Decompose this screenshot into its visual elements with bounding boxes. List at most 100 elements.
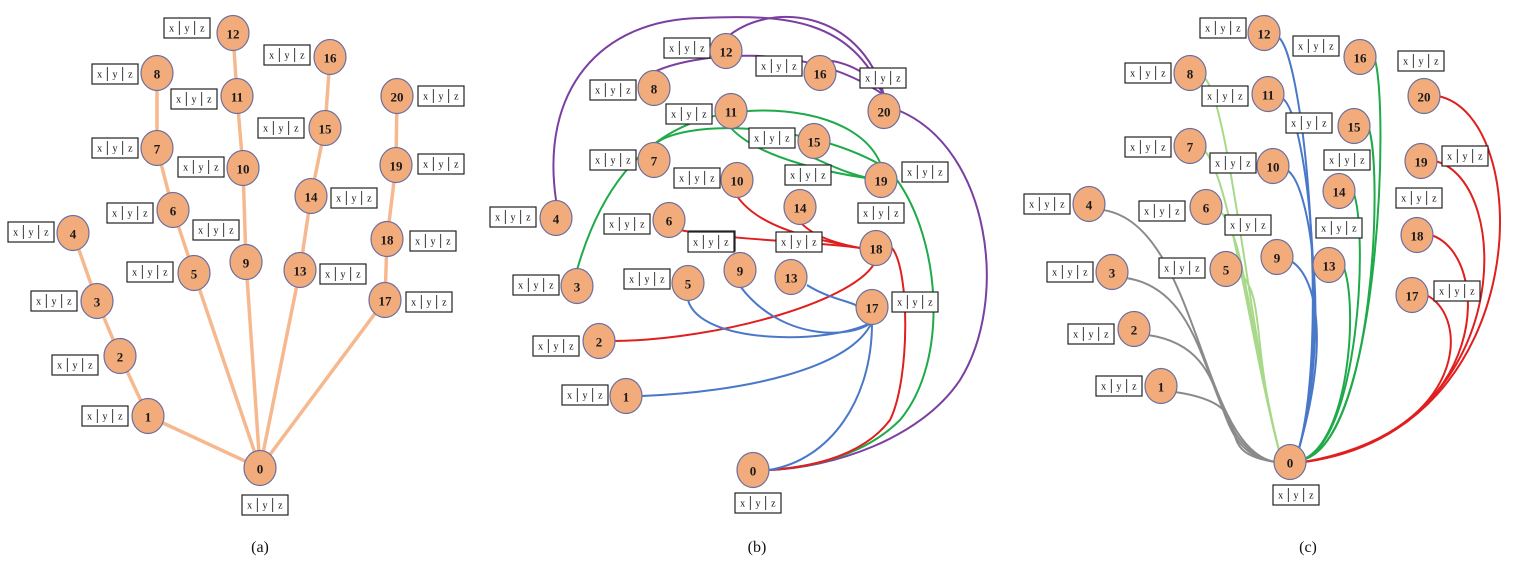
xyz-letter-z: z (67, 297, 72, 308)
joint-node-20: 20 (1407, 77, 1441, 115)
xyz-letter-y: y (279, 124, 284, 135)
joint-node-8: 8 (637, 69, 671, 107)
joint-node-0: 0 (736, 451, 770, 489)
xyz-letter-x: x (57, 361, 62, 372)
joint-circle (140, 129, 174, 167)
xyz-letter-y: y (770, 134, 775, 145)
joint-circle (736, 451, 770, 489)
xyz-letter-x: x (790, 171, 795, 182)
joint-label: 16 (1354, 51, 1368, 66)
joint-node-10: 10 (720, 161, 754, 199)
xyz-letter-x: x (629, 275, 634, 286)
xyz-letter-x: x (1205, 24, 1210, 35)
joint-circle (797, 122, 831, 160)
xyz-letter-z: z (1432, 194, 1437, 205)
joint-label: 8 (1187, 67, 1194, 82)
xyz-letter-z: z (700, 44, 705, 55)
joint-node-13: 13 (774, 258, 808, 296)
joint-circle (308, 109, 342, 147)
green-edge-7-19 (653, 127, 882, 166)
joint-node-6: 6 (156, 191, 190, 229)
joint-circle (1407, 77, 1441, 115)
xyz-letter-z: z (812, 238, 817, 249)
xyz-letter-x: x (740, 499, 745, 510)
xyz-letter-x: x (247, 501, 252, 512)
joint-node-13: 13 (1312, 246, 1346, 284)
joint-circle (774, 258, 808, 296)
xyz-letter-y: y (1180, 264, 1185, 275)
xyz-letter-y: y (1117, 382, 1122, 393)
xyz-letter-z: z (702, 110, 707, 121)
xyz-letter-x: x (907, 168, 912, 179)
xyz-letter-z: z (214, 163, 219, 174)
joint-node-8: 8 (1173, 54, 1207, 92)
xyz-letter-z: z (118, 412, 123, 423)
xyz-letter-x: x (518, 281, 523, 292)
xyz-letter-x: x (97, 70, 102, 81)
purple-edge-12-20 (725, 15, 885, 96)
xyz-letter-z: z (143, 209, 148, 220)
joint-circle (1256, 147, 1290, 185)
purple-edge-4-20 (552, 16, 885, 201)
xyz-letter-x: x (1144, 207, 1149, 218)
joint-node-10: 10 (226, 149, 260, 187)
joint-node-3: 3 (1095, 253, 1129, 291)
joint-label: 13 (294, 264, 308, 279)
joint-node-16: 16 (313, 38, 347, 76)
xyz-letter-x: x (1029, 200, 1034, 211)
joint-label: 4 (70, 227, 77, 242)
xyz-letter-x: x (263, 124, 268, 135)
xyz-letter-x: x (609, 220, 614, 231)
xyz-letter-x: x (595, 156, 600, 167)
joint-circle (1209, 250, 1243, 288)
xyz-letter-x: x (13, 228, 18, 239)
root-edge-11-0 (1281, 97, 1315, 453)
joint-node-20: 20 (380, 77, 414, 115)
xyz-letter-y: y (1089, 330, 1094, 341)
joint-label: 8 (154, 67, 161, 82)
xyz-letter-x: x (1052, 268, 1057, 279)
joint-label: 18 (381, 233, 395, 248)
joint-label: 1 (1158, 380, 1165, 395)
caption-b: (b) (748, 539, 767, 556)
joint-circle (131, 397, 165, 435)
joint-node-18: 18 (859, 229, 893, 267)
joint-node-2: 2 (103, 337, 137, 375)
xyz-letter-x: x (1298, 42, 1303, 53)
xyz-letter-z: z (1083, 268, 1088, 279)
joint-label: 18 (870, 242, 884, 257)
joint-circle (864, 161, 898, 199)
joint-circle (709, 32, 743, 70)
xyz-letter-x: x (1447, 152, 1452, 163)
xyz-letter-y: y (511, 213, 516, 224)
joint-node-2: 2 (1117, 310, 1151, 348)
xyz-letter-y: y (1246, 221, 1251, 232)
joint-circle (1400, 216, 1434, 254)
xyz-letter-y: y (1307, 119, 1312, 130)
xyz-letter-y: y (923, 168, 928, 179)
xyz-letter-x: x (97, 144, 102, 155)
xyz-letter-z: z (454, 92, 459, 103)
joint-label: 11 (725, 105, 737, 120)
joint-label: 1 (145, 410, 152, 425)
joint-node-18: 18 (1400, 216, 1434, 254)
xyz-letter-y: y (1221, 24, 1226, 35)
joint-label: 18 (1411, 229, 1425, 244)
xyz-letter-z: z (1309, 491, 1314, 502)
joint-label: 3 (574, 280, 581, 295)
xyz-letter-z: z (660, 275, 665, 286)
xyz-letter-y: y (611, 156, 616, 167)
xyz-letter-y: y (625, 220, 630, 231)
joint-label: 17 (1406, 289, 1420, 304)
root-edge-13-0 (1301, 264, 1352, 461)
xyz-letter-y: y (756, 499, 761, 510)
